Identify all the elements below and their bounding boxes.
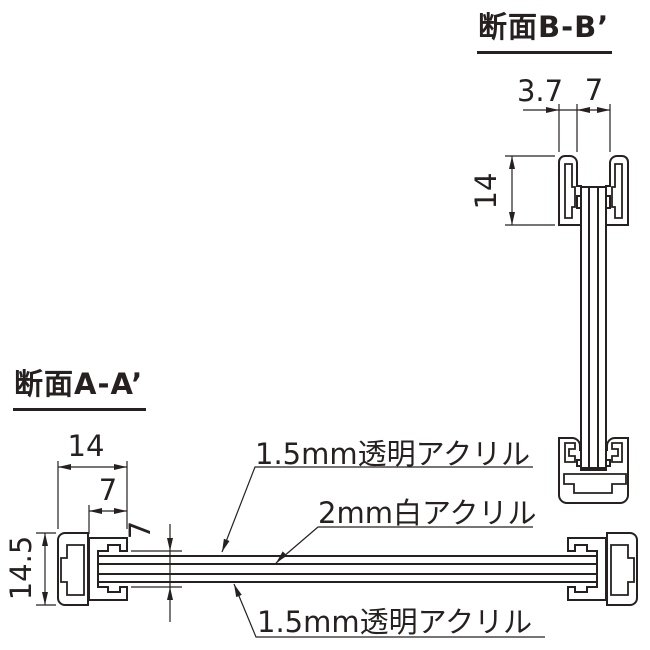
aa-dim-clamp-value: 7 <box>98 473 118 507</box>
aa-acrylic-stack <box>98 555 597 583</box>
section-bb-title: 断面B-B’ <box>477 4 613 54</box>
bb-frame-top-profile <box>558 155 629 226</box>
aa-frame-right-profile <box>567 532 638 606</box>
aa-dim-width <box>57 461 128 529</box>
bb-acrylic-stack <box>580 186 607 469</box>
section-aa-title: 断面A-A’ <box>13 361 147 411</box>
bb-frame-bottom-profile <box>558 437 629 504</box>
annotation-bottom-acrylic: 1.5mm透明アクリル <box>257 605 533 639</box>
aa-dim-panel <box>131 524 182 622</box>
annotation-top-acrylic: 1.5mm透明アクリル <box>255 437 531 471</box>
leader-bottom-acrylic <box>233 583 545 638</box>
aa-frame-left-profile <box>57 532 128 606</box>
bb-dim-slot-value: 7 <box>584 73 604 107</box>
leader-top-acrylic <box>221 466 533 553</box>
aa-dim-panel-value: 7 <box>123 520 157 540</box>
bb-dim-wall-slot <box>523 104 611 152</box>
aa-dim-width-value: 14 <box>67 429 105 463</box>
bb-dim-depth-value: 14 <box>469 172 503 210</box>
leader-middle-acrylic <box>275 526 533 564</box>
section-bb <box>505 104 629 504</box>
aa-dim-clamp <box>88 505 127 534</box>
annotation-middle-acrylic: 2mm白アクリル <box>318 496 537 530</box>
aa-dim-height-value: 14.5 <box>4 535 38 601</box>
bb-dim-depth <box>505 155 555 226</box>
aa-dim-height <box>36 532 56 606</box>
section-aa <box>36 461 638 638</box>
bb-dim-wall-value: 3.7 <box>516 74 564 108</box>
